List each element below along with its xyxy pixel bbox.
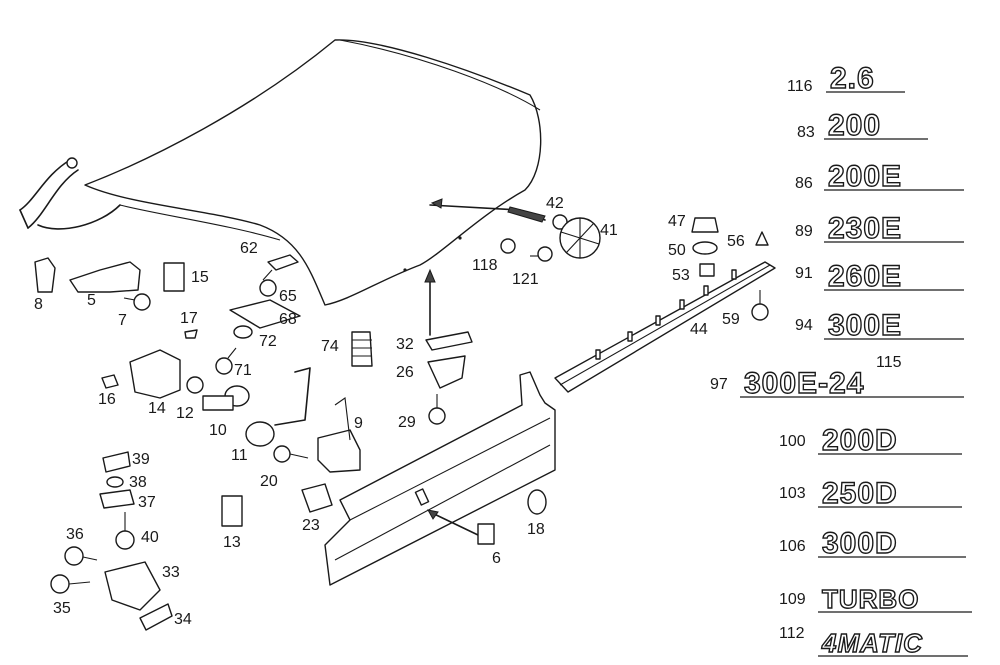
callout-59: 59 [722,311,740,328]
callout-9: 9 [354,415,363,432]
callout-23: 23 [302,517,320,534]
badge-300d: 300D [818,526,966,561]
trim-strip [554,261,776,393]
callout-94: 94 [795,317,813,334]
badge-200d: 200D [818,423,962,458]
callout-72: 72 [259,333,277,350]
callout-17: 17 [180,310,198,327]
callout-8: 8 [34,296,43,313]
callout-18: 18 [527,521,545,538]
callout-10: 10 [209,422,227,439]
callout-26: 26 [396,364,414,381]
callout-11: 11 [231,447,248,464]
badge-230e: 230E [824,211,964,246]
callout-20: 20 [260,473,278,490]
callout-7: 7 [118,312,127,329]
callout-100: 100 [779,433,806,450]
callout-42: 42 [546,195,564,212]
callout-labels: 116 83 86 89 91 94 115 97 100 103 106 10… [34,78,902,642]
callout-74: 74 [321,338,339,355]
svg-text:200: 200 [828,109,881,142]
callout-29: 29 [398,414,416,431]
rear-panel [324,371,556,586]
badge-200: 200 [824,108,928,143]
badge-turbo: TURBO [818,583,972,615]
svg-text:200E: 200E [828,160,902,193]
callout-71: 71 [234,362,252,379]
svg-text:260E: 260E [828,260,902,293]
callout-118: 118 [472,257,498,274]
callout-116: 116 [787,78,813,95]
badge-260e: 260E [824,259,964,294]
callout-91: 91 [795,265,813,282]
callout-16: 16 [98,391,116,408]
svg-text:2.6: 2.6 [830,62,875,95]
callout-14: 14 [148,400,166,417]
svg-text:250D: 250D [822,477,898,510]
svg-text:4MATIC: 4MATIC [821,628,923,658]
callout-65: 65 [279,288,297,305]
callout-109: 109 [779,591,806,608]
torsion-rod [19,157,121,230]
svg-text:300E: 300E [828,309,902,342]
callout-32: 32 [396,336,414,353]
trunk-lid [84,39,546,306]
callout-50: 50 [668,242,686,259]
callout-103: 103 [779,485,806,502]
callout-97: 97 [710,376,728,393]
callout-115: 115 [876,354,902,371]
badge-200e: 200E [824,159,964,194]
hardware-parts [34,214,769,631]
badge-300e-24: 300E-24 [740,366,964,401]
callout-5: 5 [87,292,96,309]
callout-34: 34 [174,611,192,628]
badge-4matic: 4MATIC [818,627,968,659]
badge-2-6: 2.6 [826,61,905,96]
callout-68: 68 [279,311,297,328]
callout-13: 13 [223,534,241,551]
callout-6: 6 [492,550,501,567]
callout-33: 33 [162,564,180,581]
svg-text:TURBO: TURBO [822,584,919,614]
callout-47: 47 [668,213,686,230]
callout-15: 15 [191,269,209,286]
callout-89: 89 [795,223,813,240]
callout-39: 39 [132,451,150,468]
callout-12: 12 [176,405,194,422]
callout-56: 56 [727,233,745,250]
callout-53: 53 [672,267,690,284]
callout-40: 40 [141,529,159,546]
callout-44: 44 [690,321,708,338]
callout-62: 62 [240,240,258,257]
callout-83: 83 [797,124,815,141]
svg-text:230E: 230E [828,212,902,245]
callout-112: 112 [779,625,805,642]
badge-300e: 300E [824,308,964,343]
callout-36: 36 [66,526,84,543]
callout-35: 35 [53,600,71,617]
callout-38: 38 [129,474,147,491]
svg-text:300E-24: 300E-24 [744,367,864,400]
svg-text:200D: 200D [822,424,898,457]
callout-37: 37 [138,494,156,511]
model-badges: 2.6 200 200E 230E 260E 300E 300E-24 200 [740,61,972,659]
svg-text:300D: 300D [822,527,898,560]
badge-250d: 250D [818,476,962,511]
callout-86: 86 [795,175,813,192]
callout-106: 106 [779,538,806,555]
callout-121: 121 [512,271,539,288]
callout-41: 41 [600,222,618,239]
